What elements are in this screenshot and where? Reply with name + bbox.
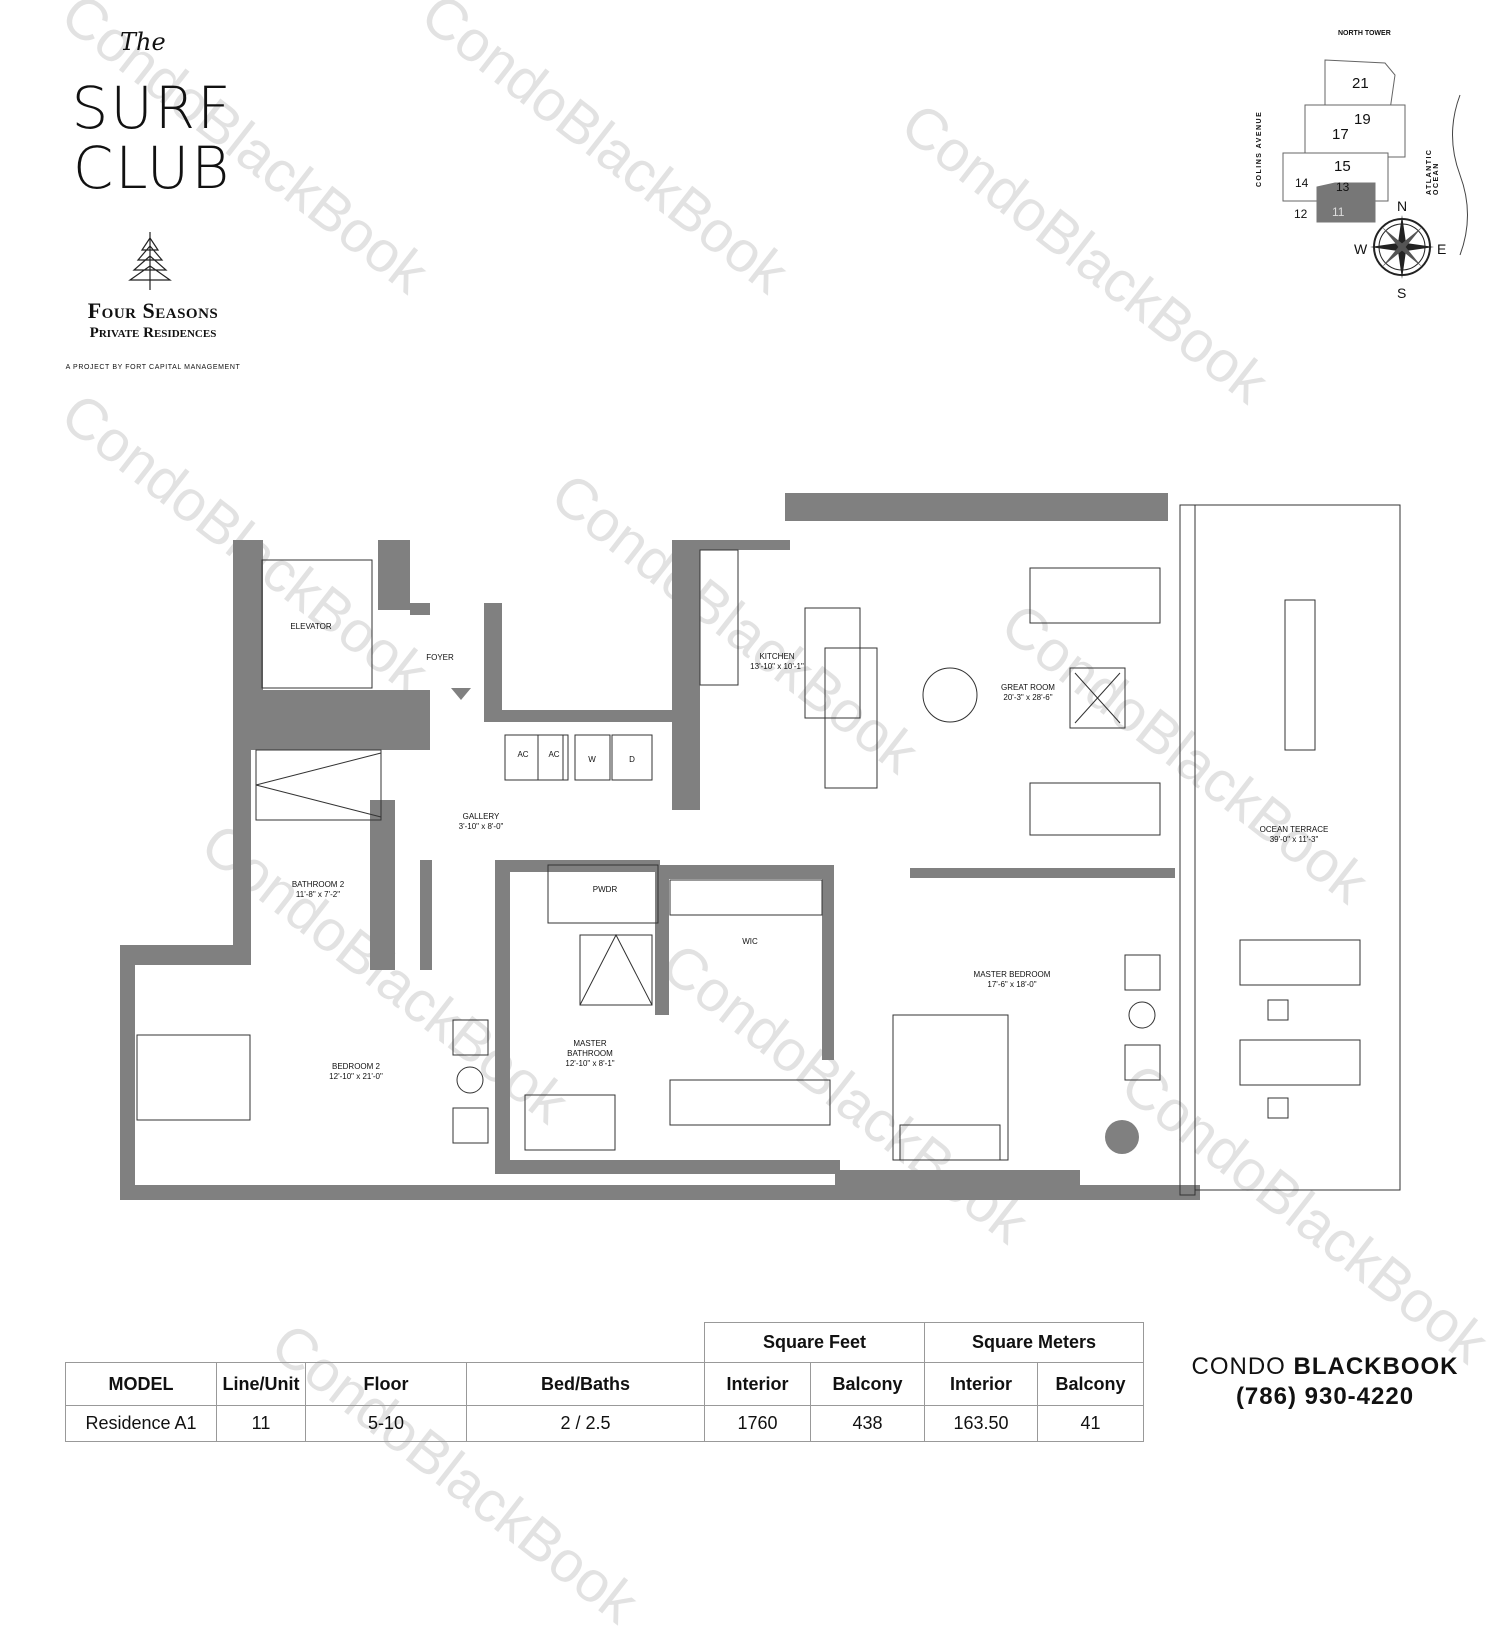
key-unit-21: 21 bbox=[1352, 75, 1369, 92]
appliance-ac-2: AC bbox=[548, 750, 560, 759]
room-foyer: FOYER bbox=[426, 653, 454, 662]
master-bathroom-dims: 12'-10" x 8'-1" bbox=[565, 1059, 615, 1068]
key-unit-12: 12 bbox=[1294, 207, 1308, 221]
header-row: MODEL Line/Unit Floor Bed/Baths Interior… bbox=[65, 1362, 1144, 1406]
ocean-terrace-name: OCEAN TERRACE bbox=[1259, 825, 1329, 834]
great-room-dims: 20'-3" x 28'-6" bbox=[1003, 693, 1053, 702]
cell-sqm-balcony: 41 bbox=[1037, 1405, 1144, 1442]
logo-line1: SURF bbox=[71, 74, 233, 142]
cell-floor: 5-10 bbox=[305, 1405, 467, 1442]
master-bathroom-name1: MASTER bbox=[573, 1039, 607, 1048]
col-floor: Floor bbox=[305, 1362, 467, 1406]
col-sqm-balcony: Balcony bbox=[1037, 1362, 1144, 1406]
key-unit-17: 17 bbox=[1332, 126, 1349, 143]
col-line-unit: Line/Unit bbox=[216, 1362, 306, 1406]
terrace-outline bbox=[1194, 504, 1401, 1191]
phone-number: (786) 930-4220 bbox=[1235, 1383, 1415, 1410]
window-wall bbox=[1179, 504, 1196, 1196]
great-room-name: GREAT ROOM bbox=[1001, 683, 1055, 692]
col-sqm-interior: Interior bbox=[924, 1362, 1038, 1406]
col-sqft-balcony: Balcony bbox=[810, 1362, 925, 1406]
bathroom2-name: BATHROOM 2 bbox=[291, 880, 345, 889]
col-bed-baths: Bed/Baths bbox=[466, 1362, 705, 1406]
compass-n: N bbox=[1397, 198, 1408, 214]
logo-the: The bbox=[120, 28, 166, 56]
room-elevator: ELEVATOR bbox=[290, 622, 332, 631]
key-unit-19: 19 bbox=[1354, 111, 1371, 128]
room-wic: WIC bbox=[742, 937, 758, 946]
kitchen-name: KITCHEN bbox=[759, 652, 795, 661]
key-unit-14: 14 bbox=[1295, 176, 1309, 190]
logo-line2: CLUB bbox=[72, 134, 232, 202]
master-bathroom-name2: BATHROOM bbox=[567, 1049, 613, 1058]
col-model: MODEL bbox=[65, 1362, 217, 1406]
bedroom2-name: BEDROOM 2 bbox=[331, 1062, 380, 1071]
cell-bed-baths: 2 / 2.5 bbox=[466, 1405, 705, 1442]
gallery-dims: 3'-10" x 8'-0" bbox=[458, 822, 504, 831]
cell-sqm-interior: 163.50 bbox=[924, 1405, 1038, 1442]
key-north-tower: NORTH TOWER bbox=[1338, 30, 1391, 37]
kitchen-dims: 13'-10" x 10'-1" bbox=[750, 662, 804, 671]
master-bedroom-dims: 17'-6" x 18'-0" bbox=[987, 980, 1037, 989]
compass-e: E bbox=[1437, 241, 1447, 257]
cell-model: Residence A1 bbox=[65, 1405, 217, 1442]
brand-light: CONDO bbox=[1191, 1353, 1286, 1380]
compass-rose-icon bbox=[1370, 215, 1434, 279]
key-plan bbox=[1282, 59, 1468, 256]
appliance-washer: W bbox=[588, 755, 596, 764]
condo-blackbook-contact: CONDO BLACKBOOK (786) 930-4220 bbox=[1140, 1352, 1504, 1412]
gallery-name: GALLERY bbox=[462, 812, 500, 821]
walls bbox=[120, 493, 1200, 1200]
room-pwdr: PWDR bbox=[592, 885, 618, 894]
compass-s: S bbox=[1397, 285, 1407, 301]
appliance-dryer: D bbox=[629, 755, 635, 764]
floor-plan bbox=[120, 493, 1401, 1200]
brand-four-seasons: Four Seasons bbox=[87, 298, 219, 323]
cell-sqft-interior: 1760 bbox=[704, 1405, 811, 1442]
bathroom2-dims: 11'-8" x 7'-2" bbox=[295, 890, 341, 899]
specs-table: Square Feet Square Meters MODEL Line/Uni… bbox=[65, 1322, 1144, 1442]
group-square-meters: Square Meters bbox=[924, 1322, 1144, 1363]
ocean-terrace-dims: 39'-0" x 11'-3" bbox=[1269, 835, 1319, 844]
table-row: Residence A1 11 5-10 2 / 2.5 1760 438 16… bbox=[65, 1405, 1144, 1442]
master-bedroom-name: MASTER BEDROOM bbox=[973, 970, 1051, 979]
tree-logo-icon bbox=[128, 232, 172, 290]
brand-bold: BLACKBOOK bbox=[1293, 1353, 1459, 1380]
brand-private-residences: Private Residences bbox=[89, 325, 217, 341]
compass-w: W bbox=[1354, 241, 1368, 257]
bedroom2-dims: 12'-10" x 21'-0" bbox=[329, 1072, 383, 1081]
cell-line-unit: 11 bbox=[216, 1405, 306, 1442]
key-unit-13: 13 bbox=[1336, 180, 1350, 194]
cell-sqft-balcony: 438 bbox=[810, 1405, 925, 1442]
col-sqft-interior: Interior bbox=[704, 1362, 811, 1406]
appliance-ac-1: AC bbox=[517, 750, 529, 759]
developer-credit: A PROJECT BY FORT CAPITAL MANAGEMENT bbox=[65, 364, 241, 371]
key-unit-15: 15 bbox=[1334, 158, 1351, 175]
entry-arrow-icon bbox=[451, 688, 471, 700]
key-unit-11-highlighted: 11 bbox=[1332, 205, 1345, 219]
group-square-feet: Square Feet bbox=[704, 1322, 925, 1363]
